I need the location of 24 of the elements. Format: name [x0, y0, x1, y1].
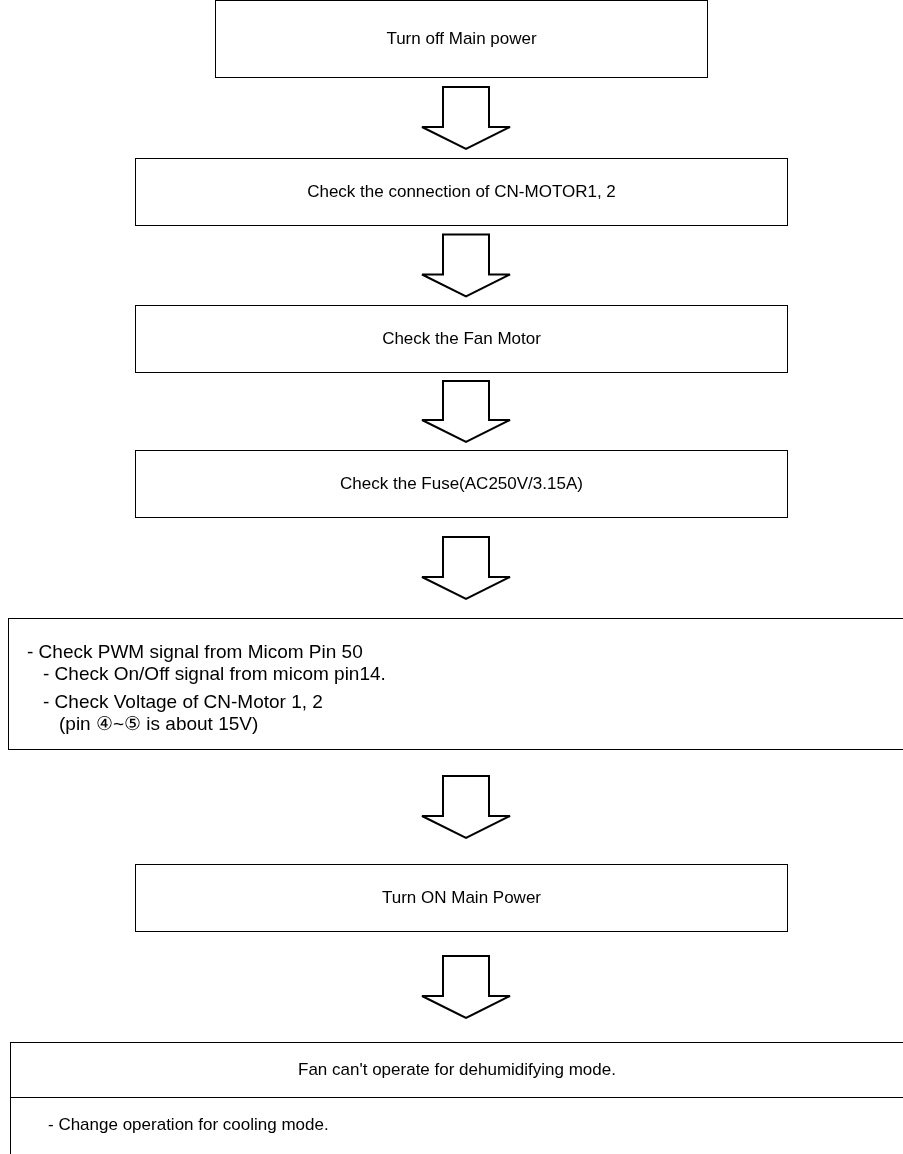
step-text: - Check Voltage of CN-Motor 1, 2 [42, 690, 324, 713]
step-text: Check the Fuse(AC250V/3.15A) [340, 473, 583, 496]
step-text: Check the Fan Motor [382, 328, 541, 351]
process-box [8, 618, 903, 750]
block-arrow [421, 86, 511, 151]
process-box [135, 158, 788, 226]
block-arrow [421, 955, 511, 1020]
block-arrow [421, 775, 511, 840]
result-text: - Change operation for cooling mode. [47, 1114, 330, 1136]
result-heading: Fan can't operate for dehumidifying mode. [298, 1059, 616, 1082]
block-arrow [421, 233, 511, 298]
step-text: - Check On/Off signal from micom pin14. [42, 663, 387, 685]
block-arrow [421, 536, 511, 601]
block-arrow [421, 380, 511, 444]
process-box [215, 0, 708, 78]
result-box [10, 1042, 903, 1154]
process-box [135, 864, 788, 932]
step-text: (pin ④~⑤ is about 15V) [58, 713, 260, 735]
step-text: Check the connection of CN-MOTOR1, 2 [307, 181, 616, 204]
step-text: Turn off Main power [386, 28, 537, 51]
step-text: Turn ON Main Power [382, 887, 541, 910]
step-text: - Check PWM signal from Micom Pin 50 [26, 640, 364, 663]
process-box [135, 450, 788, 518]
process-box [135, 305, 788, 373]
